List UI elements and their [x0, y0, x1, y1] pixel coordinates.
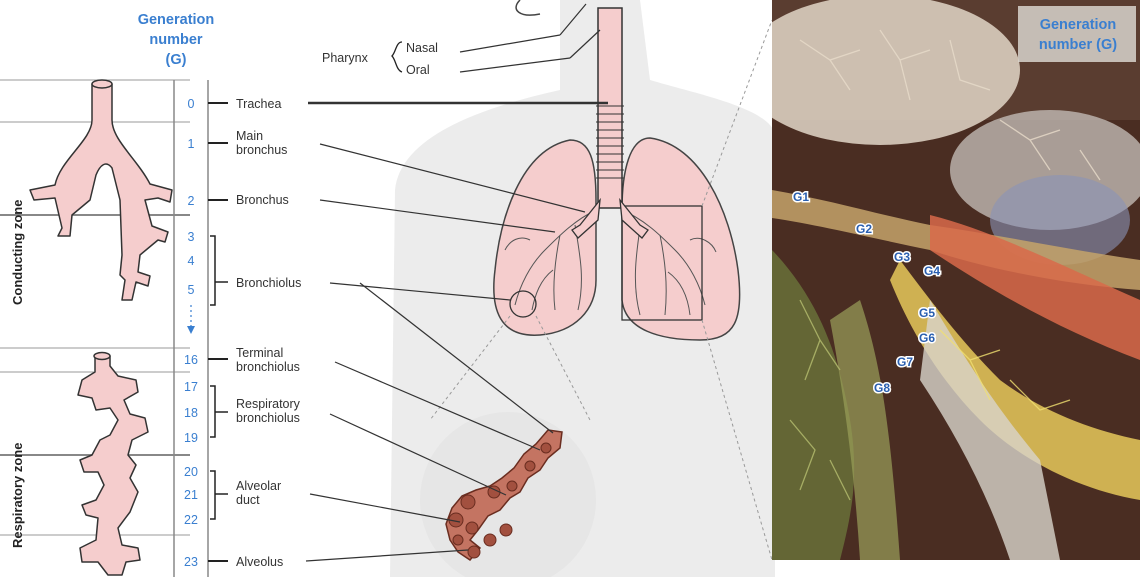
generation-number-20: 20: [184, 465, 198, 479]
generation-number-3: 3: [188, 230, 195, 244]
respiratory-bronchiolus-label-2: bronchiolus: [236, 411, 300, 425]
terminal-bronchiolus-label-1: Terminal: [236, 346, 283, 360]
main-bronchus-label-2: bronchus: [236, 143, 287, 157]
generation-number-22: 22: [184, 513, 198, 527]
conducting-airway-tree: [30, 80, 172, 300]
alveolus-label: Alveolus: [236, 555, 283, 569]
generation-header-line1: Generation: [138, 12, 215, 28]
photo-label-g8: G8: [874, 381, 890, 395]
main-bronchus-label-1: Main: [236, 129, 263, 143]
generation-header: Generation number (G): [138, 12, 215, 68]
pharynx-label: Pharynx: [322, 51, 369, 65]
generation-header-line3: (G): [166, 52, 187, 68]
photo-label-g4: G4: [924, 264, 940, 278]
photo-label-g6: G6: [919, 331, 935, 345]
label-ticks: [208, 103, 228, 561]
alveolar-duct-label-1: Alveolar: [236, 479, 281, 493]
generation-number-17: 17: [184, 380, 198, 394]
conducting-zone-label: Conducting zone: [10, 200, 25, 305]
photo-label-g3: G3: [894, 250, 910, 264]
generation-header-line2: number: [149, 32, 203, 48]
generation-number-16: 16: [184, 353, 198, 367]
nasal-label: Nasal: [406, 41, 438, 55]
alveolar-duct-label-2: duct: [236, 493, 260, 507]
generation-number-0: 0: [188, 97, 195, 111]
generation-number-18: 18: [184, 406, 198, 420]
label-brackets: [210, 236, 228, 519]
structure-labels: Trachea Main bronchus Bronchus Bronchiol…: [236, 97, 301, 569]
bronchiolus-label: Bronchiolus: [236, 276, 301, 290]
photo-label-g1: G1: [793, 190, 809, 204]
generation-number-19: 19: [184, 431, 198, 445]
generation-ellipsis: [187, 305, 195, 334]
generation-number-4: 4: [188, 254, 195, 268]
respiratory-airway-tree: [78, 353, 148, 576]
terminal-bronchiolus-label-2: bronchiolus: [236, 360, 300, 374]
respiratory-bronchiolus-label-1: Respiratory: [236, 397, 301, 411]
photo-header-line2: number (G): [1039, 37, 1117, 53]
generation-number-21: 21: [184, 488, 198, 502]
photo-label-g7: G7: [897, 355, 913, 369]
generation-number-2: 2: [188, 194, 195, 208]
photo-header-line1: Generation: [1040, 17, 1117, 33]
photo-header-box: [1018, 6, 1136, 62]
oral-label: Oral: [406, 63, 430, 77]
airway-cast-photo: Generation number (G): [740, 0, 1140, 560]
bronchus-label: Bronchus: [236, 193, 289, 207]
photo-label-g5: G5: [919, 306, 935, 320]
generation-number-23: 23: [184, 555, 198, 569]
generation-number-5: 5: [188, 283, 195, 297]
photo-label-g2: G2: [856, 222, 872, 236]
trachea-label: Trachea: [236, 97, 281, 111]
pharynx-labels: Pharynx Nasal Oral: [322, 41, 438, 77]
respiratory-zone-label: Respiratory zone: [10, 443, 25, 548]
generation-number-1: 1: [188, 137, 195, 151]
